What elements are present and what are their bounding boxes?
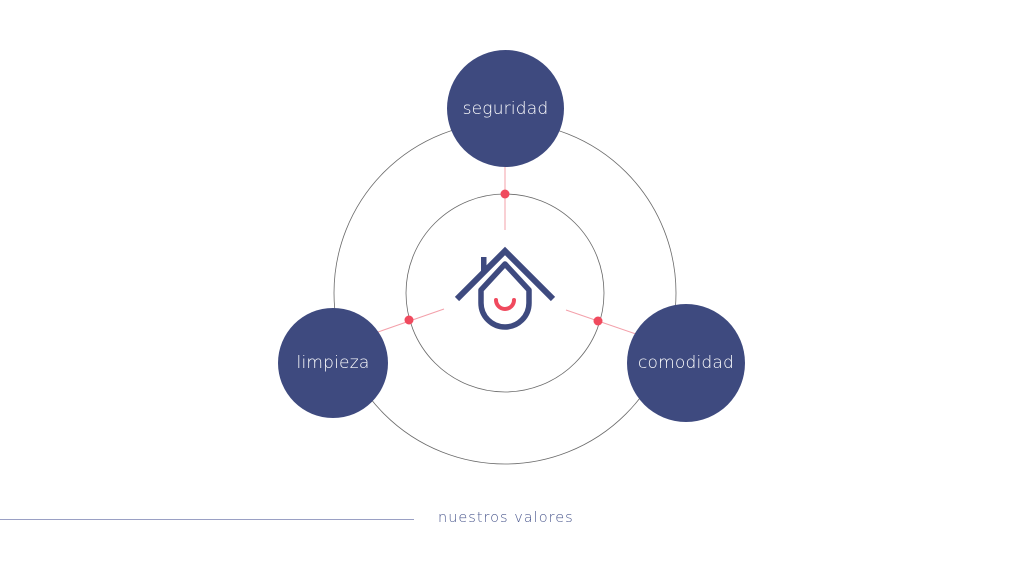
house-smile-icon (454, 246, 556, 330)
connector-dot-left (404, 315, 414, 325)
value-label-comodidad: comodidad (637, 353, 735, 373)
connector-dot-top (500, 189, 510, 199)
value-label-seguridad: seguridad (462, 98, 549, 119)
footer-title: nuestros valores (438, 510, 574, 526)
value-node-limpieza: limpieza (278, 308, 388, 418)
footer-divider (0, 519, 414, 520)
value-label-limpieza: limpieza (296, 353, 370, 373)
connector-dot-right (593, 316, 603, 326)
value-node-seguridad: seguridad (447, 50, 564, 167)
value-node-comodidad: comodidad (627, 304, 745, 422)
